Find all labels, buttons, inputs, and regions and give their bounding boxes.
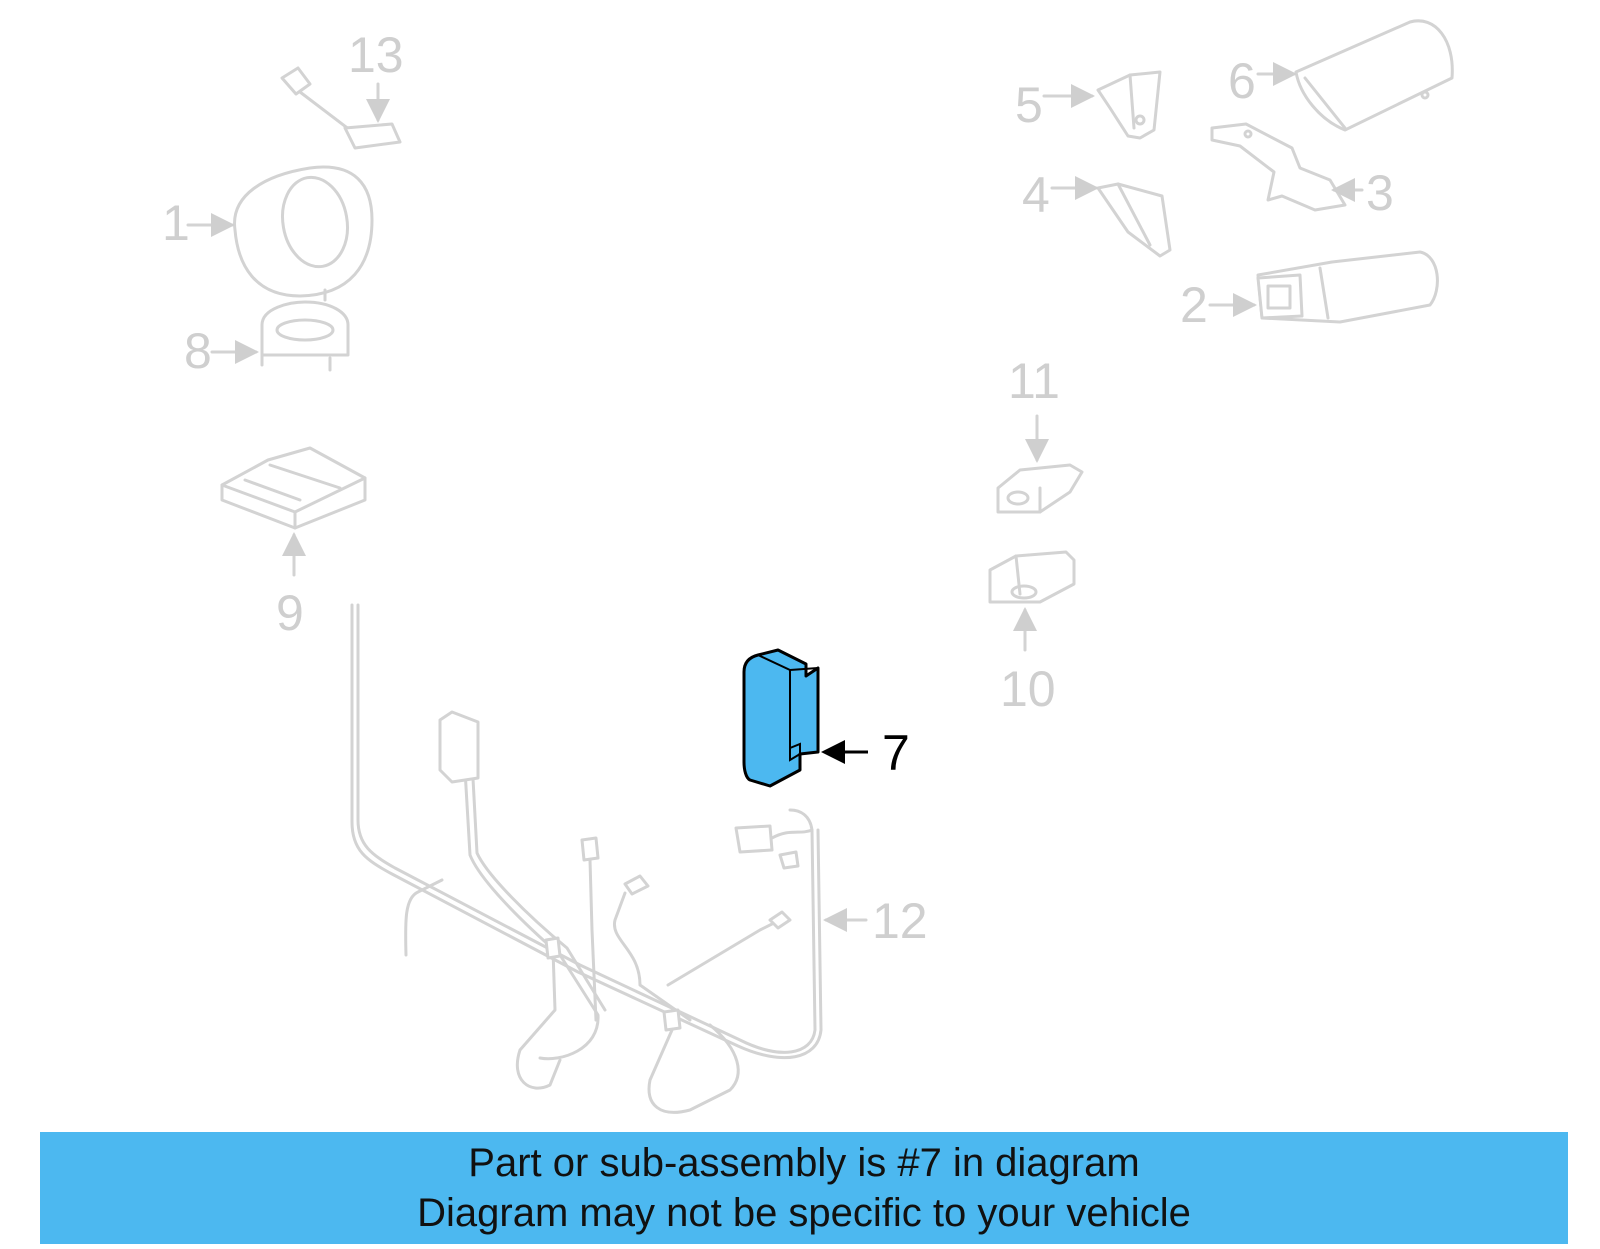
part-1-steering-cover[interactable] bbox=[233, 165, 374, 298]
callout-8: 8 bbox=[184, 323, 212, 379]
callout-1: 1 bbox=[162, 195, 190, 251]
callout-3: 3 bbox=[1366, 165, 1394, 221]
part-7-module-highlighted[interactable] bbox=[742, 648, 820, 788]
info-banner: Part or sub-assembly is #7 in diagram Di… bbox=[40, 1132, 1568, 1244]
part-6-airbag-cover[interactable] bbox=[1294, 19, 1454, 132]
banner-line-1: Part or sub-assembly is #7 in diagram bbox=[468, 1141, 1140, 1185]
part-11-sensor[interactable] bbox=[996, 463, 1084, 514]
banner-line-2: Diagram may not be specific to your vehi… bbox=[417, 1191, 1191, 1235]
part-2-passenger-airbag[interactable] bbox=[1256, 250, 1439, 324]
callout-10: 10 bbox=[1000, 661, 1056, 717]
callout-4: 4 bbox=[1022, 167, 1050, 223]
part-9-module[interactable] bbox=[220, 446, 367, 530]
part-3-bracket[interactable] bbox=[1210, 122, 1347, 212]
callout-5: 5 bbox=[1015, 77, 1043, 133]
part-4-bracket[interactable] bbox=[1096, 182, 1172, 258]
callout-13: 13 bbox=[348, 27, 404, 83]
part-8-clock-spring[interactable] bbox=[260, 288, 350, 372]
part-5-bracket[interactable] bbox=[1096, 70, 1162, 140]
callout-11: 11 bbox=[1008, 353, 1060, 409]
part-12-wiring-harness[interactable] bbox=[350, 603, 823, 1114]
callout-7: 7 bbox=[882, 725, 910, 781]
part-10-sensor[interactable] bbox=[988, 550, 1076, 604]
part-13-connector[interactable] bbox=[280, 66, 402, 150]
callout-6: 6 bbox=[1228, 53, 1256, 109]
callout-2: 2 bbox=[1180, 277, 1208, 333]
callout-12: 12 bbox=[872, 893, 928, 949]
callout-9: 9 bbox=[276, 585, 304, 641]
